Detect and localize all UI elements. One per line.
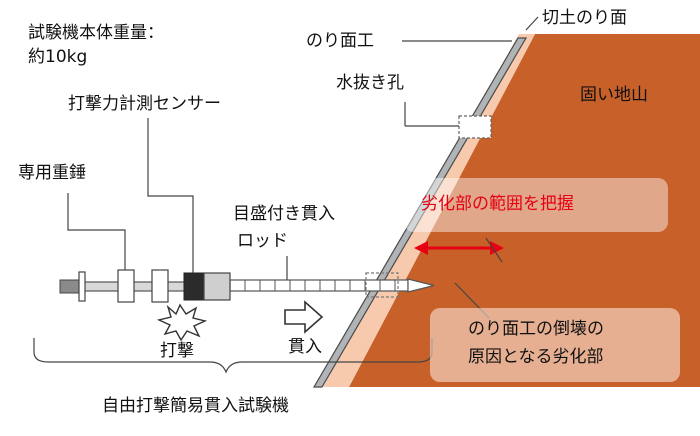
- drain-hole: [458, 115, 492, 139]
- hammer-label: 専用重錘: [18, 163, 86, 183]
- sensor-leader: [147, 118, 194, 273]
- penetrate-arrow-icon: [284, 300, 324, 334]
- rod-graduations: [244, 280, 396, 291]
- cause-label-line1: のり面工の倒壊の: [468, 319, 604, 339]
- sensor-housing: [203, 272, 231, 301]
- hard-ground-label: 固い地山: [580, 85, 648, 105]
- shaft-end-flange: [78, 271, 86, 302]
- apparatus-brace: [33, 338, 433, 374]
- range-arrow-head-left: [414, 241, 428, 255]
- cause-callout-box: [430, 308, 680, 382]
- hammer-weight-2: [151, 269, 169, 303]
- cut-slope-leader: [525, 16, 539, 31]
- strike-label: 打撃: [160, 341, 194, 361]
- shaft-end-cap: [59, 279, 81, 294]
- range-arrow-head-right: [490, 241, 504, 255]
- weight-title: 試験機本体重量：: [28, 23, 164, 43]
- penetration-rod: [229, 279, 409, 292]
- sensor-label: 打撃力計測センサー: [68, 94, 221, 114]
- hard-ground-region: [349, 34, 700, 387]
- weight-value: 約10kg: [28, 47, 88, 67]
- deteriorated-range-label: 劣化部の範囲を把握: [421, 194, 574, 214]
- rod-tip: [407, 278, 435, 293]
- guide-shaft: [81, 281, 191, 292]
- cut-slope-label: 切土のり面: [542, 8, 627, 28]
- range-arrow-guide: [485, 237, 503, 263]
- rod-label-line1: 目盛付き貫入: [233, 204, 335, 224]
- impact-burst-icon: [156, 303, 208, 342]
- force-sensor: [183, 272, 205, 301]
- range-callout-box: [404, 178, 668, 232]
- drain-hole-label: 水抜き孔: [336, 73, 404, 93]
- hammer-weight-1: [117, 269, 135, 303]
- cause-label-line2: 原因となる劣化部: [468, 347, 604, 367]
- rod-entry-hole: [365, 272, 399, 298]
- penetrate-label: 貫入: [288, 337, 322, 357]
- facing-label: のり面工: [306, 31, 374, 51]
- apparatus-label: 自由打撃簡易貫入試験機: [102, 396, 289, 416]
- hammer-leader: [67, 193, 126, 270]
- rod-label-line2: ロッド: [237, 231, 288, 251]
